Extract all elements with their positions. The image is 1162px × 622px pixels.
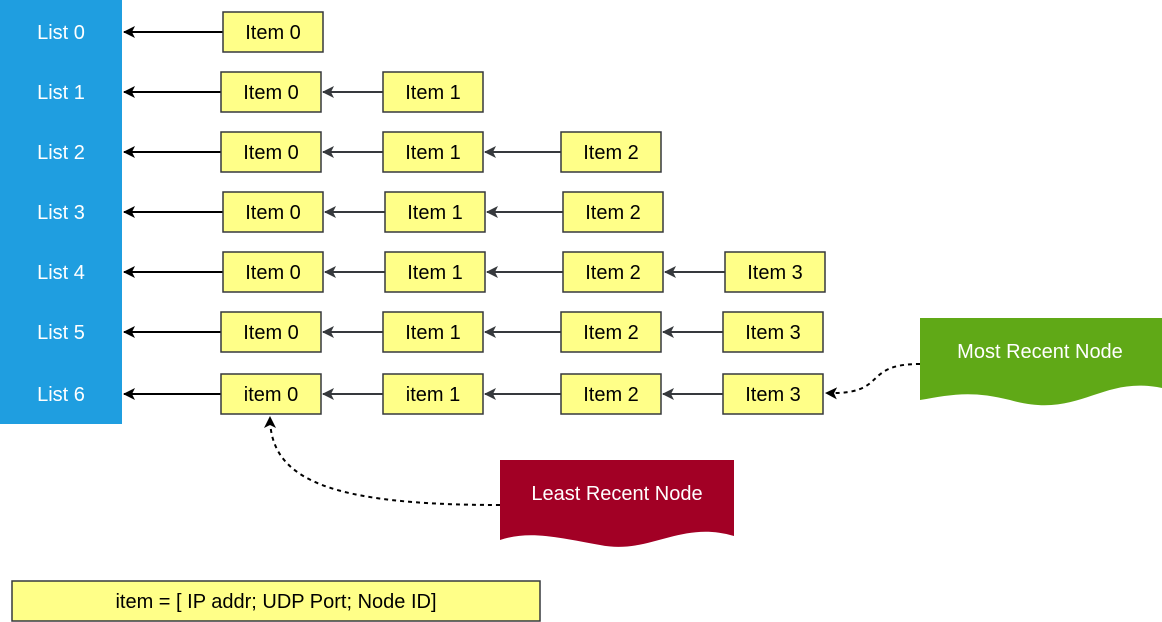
item-label: Item 0 bbox=[245, 262, 301, 284]
list-row-5: List 5 Item 0 Item 1 Item 2 Item 3 bbox=[37, 311, 824, 353]
list-label: List 2 bbox=[37, 142, 85, 164]
item-node bbox=[560, 131, 662, 173]
item-node bbox=[384, 251, 486, 293]
list-label: List 5 bbox=[37, 322, 85, 344]
item-label: Item 0 bbox=[243, 82, 299, 104]
item-label: item 0 bbox=[244, 384, 298, 406]
list-column bbox=[0, 0, 122, 424]
list-row-0: List 0 Item 0 bbox=[37, 11, 324, 53]
item-label: Item 2 bbox=[583, 322, 639, 344]
list-row-1: List 1 Item 0 Item 1 bbox=[37, 71, 484, 113]
list-row-4: List 4 Item 0 Item 1 Item 2 Item 3 bbox=[37, 251, 826, 293]
item-node bbox=[220, 131, 322, 173]
item-label: Item 2 bbox=[585, 202, 641, 224]
most-recent-callout: Most Recent Node bbox=[920, 318, 1162, 406]
item-label: Item 3 bbox=[745, 322, 801, 344]
item-node bbox=[722, 373, 824, 415]
item-node bbox=[724, 251, 826, 293]
item-label: Item 1 bbox=[405, 322, 461, 344]
list-row-6: List 6 item 0 item 1 Item 2 Item 3 bbox=[37, 373, 824, 415]
item-label: Item 3 bbox=[745, 384, 801, 406]
list-row-3: List 3 Item 0 Item 1 Item 2 bbox=[37, 191, 664, 233]
item-label: Item 2 bbox=[583, 142, 639, 164]
item-label: Item 1 bbox=[407, 202, 463, 224]
item-label: Item 1 bbox=[405, 142, 461, 164]
legend-text: item = [ IP addr; UDP Port; Node ID] bbox=[115, 591, 436, 613]
least-recent-shape bbox=[500, 460, 734, 547]
list-label: List 1 bbox=[37, 82, 85, 104]
least-recent-connector bbox=[264, 416, 501, 506]
item-label: Item 0 bbox=[245, 22, 301, 44]
list-label: List 6 bbox=[37, 384, 85, 406]
item-label: item 1 bbox=[406, 384, 460, 406]
most-recent-label: Most Recent Node bbox=[957, 341, 1123, 363]
list-label: List 3 bbox=[37, 202, 85, 224]
item-label: Item 0 bbox=[243, 142, 299, 164]
most-recent-shape bbox=[920, 318, 1162, 406]
item-label: Item 2 bbox=[583, 384, 639, 406]
item-node bbox=[382, 373, 484, 415]
item-node bbox=[222, 191, 324, 233]
item-node bbox=[220, 311, 322, 353]
item-node bbox=[560, 373, 662, 415]
list-label: List 0 bbox=[37, 22, 85, 44]
item-node bbox=[220, 71, 322, 113]
legend-box bbox=[11, 580, 541, 622]
item-node bbox=[562, 251, 664, 293]
item-label: Item 3 bbox=[747, 262, 803, 284]
least-recent-label: Least Recent Node bbox=[531, 483, 702, 505]
list-row-2: List 2 Item 0 Item 1 Item 2 bbox=[37, 131, 662, 173]
item-label: Item 1 bbox=[407, 262, 463, 284]
item-label: Item 2 bbox=[585, 262, 641, 284]
item-node bbox=[382, 131, 484, 173]
rows-layer: List 0 Item 0 List 1 Item 0 Item 1 List 2 Item… bbox=[37, 11, 826, 415]
item-node bbox=[220, 373, 322, 415]
item-node bbox=[222, 11, 324, 53]
most-recent-connector bbox=[825, 363, 921, 400]
item-node bbox=[560, 311, 662, 353]
item-label: Item 1 bbox=[405, 82, 461, 104]
item-node bbox=[384, 191, 486, 233]
item-node bbox=[382, 71, 484, 113]
least-recent-callout: Least Recent Node bbox=[500, 460, 734, 547]
item-label: Item 0 bbox=[243, 322, 299, 344]
list-label: List 4 bbox=[37, 262, 85, 284]
item-node bbox=[382, 311, 484, 353]
item-node bbox=[562, 191, 664, 233]
item-node bbox=[722, 311, 824, 353]
item-node bbox=[222, 251, 324, 293]
item-label: Item 0 bbox=[245, 202, 301, 224]
